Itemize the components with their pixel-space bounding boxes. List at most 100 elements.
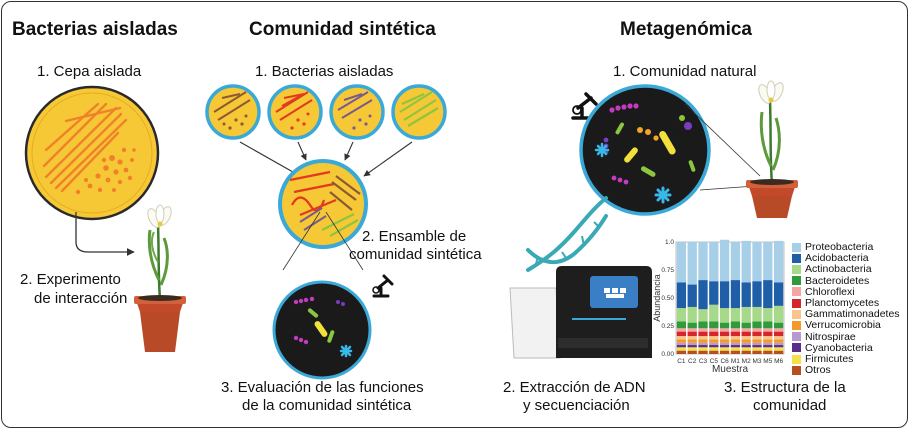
bar-segment-M3-acidobacteria [752,281,762,307]
petri-dish-small-2 [267,84,323,140]
bar-segment-M6-actinobacteria [773,305,784,323]
legend-item: Chloroflexi [792,286,855,298]
bar-segment-C5-otros [709,350,719,354]
bar-segment-M3-bacteroidetes [752,321,762,329]
bar-segment-M5-gammatimonadetes [763,336,773,340]
bar-segment-M2-cyanobacteria [741,345,751,348]
legend-swatch [792,276,801,286]
legend-label: Otros [805,364,831,377]
chart-y-ticks: 0.000.250.500.751.0 [661,239,674,358]
bar-segment-M6-firmicutes [773,347,784,351]
bar-segment-M1-firmicutes [730,347,741,351]
x-tick-label: M3 [752,358,761,365]
bar-segment-C2-bacteroidetes [687,322,697,329]
bar-segment-M1-chloroflexi [730,328,741,332]
bar-segment-M1-nitrospirae [730,342,741,346]
bar-segment-C1-gammatimonadetes [676,336,687,340]
bar-segment-M2-actinobacteria [741,306,751,323]
bar-segment-M6-planctomycetes [773,331,784,337]
legend-swatch [792,365,801,375]
label-extraccion-line2: y secuenciación [523,397,630,414]
bar-segment-M1-verrucomicrobia [730,339,741,343]
bar-segment-M6-bacteroidetes [773,322,784,329]
bar-segment-M5-firmicutes [763,347,773,351]
legend-item: Gammatimonadetes [792,308,900,320]
bar-segment-C6-firmicutes [719,347,730,351]
bar-segment-M1-acidobacteria [730,280,741,309]
microscope-icon-middle [372,274,394,298]
petri-dish-small-3 [329,84,385,140]
legend-swatch [792,320,801,330]
x-tick-label: C2 [688,358,697,365]
bar-segment-C3-verrucomicrobia [698,339,708,343]
bar-segment-M1-cyanobacteria [730,345,741,348]
legend-item: Proteobacteria [792,241,873,253]
bar-segment-M6-gammatimonadetes [773,336,784,340]
label-estructura-line2: comunidad [753,397,827,414]
legend-item: Verrucomicrobia [792,319,881,331]
legend-item: Firmicutes [792,353,853,365]
legend-label: Bacteroidetes [805,274,870,287]
bar-segment-M1-otros [730,350,741,354]
bar-segment-C1-planctomycetes [676,331,687,337]
x-tick-label: C1 [677,358,686,365]
bar-segment-M1-proteobacteria [730,242,741,281]
natural-community-circle [579,84,711,216]
bar-segment-C2-chloroflexi [687,328,697,332]
legend-swatch [792,264,801,274]
legend-swatch [792,343,801,353]
bar-segment-M6-otros [773,350,784,354]
legend-swatch [792,287,801,297]
bar-segment-M3-gammatimonadetes [752,336,762,340]
bar-segment-C5-verrucomicrobia [709,339,719,343]
bar-segment-C5-gammatimonadetes [709,336,719,340]
arrows-to-community [239,141,413,177]
arrow-to-plant [75,212,135,256]
legend-item: Cyanobacteria [792,342,873,354]
x-tick-label: M6 [774,358,783,365]
bar-segment-C6-chloroflexi [719,328,730,332]
y-tick-label: 0.25 [661,323,674,330]
bar-segment-C5-nitrospirae [709,342,719,346]
bar-segment-C1-nitrospirae [676,342,687,346]
title-bacterias-aisladas: Bacterias aisladas [12,19,178,40]
bar-segment-C6-otros [719,350,730,354]
bar-segment-M2-chloroflexi [741,328,751,332]
bar-segment-C2-gammatimonadetes [687,336,697,340]
label-ensamble-line1: 2. Ensamble de [362,228,467,245]
bar-segment-M3-planctomycetes [752,331,762,337]
bar-segment-M1-gammatimonadetes [730,336,741,340]
bar-segment-C6-bacteroidetes [719,322,730,329]
bar-segment-M1-planctomycetes [730,331,741,337]
bar-segment-C3-cyanobacteria [698,345,708,348]
legend-label: Nitrospirae [805,330,856,343]
legend-item: Nitrospirae [792,331,856,343]
bar-segment-C6-proteobacteria [719,239,730,282]
bar-segment-M5-nitrospirae [763,342,773,346]
bar-segment-C3-actinobacteria [698,309,708,322]
bar-segment-C3-nitrospirae [698,342,708,346]
bar-segment-M3-verrucomicrobia [752,339,762,343]
bar-segment-C6-planctomycetes [719,331,730,337]
label-evaluacion-line2: de la comunidad sintética [242,397,412,414]
bar-segment-M2-planctomycetes [741,331,751,337]
petri-dish-small-1 [205,84,261,140]
bar-segment-C2-firmicutes [687,347,697,351]
bar-segment-M3-proteobacteria [752,242,762,282]
bar-segment-M5-actinobacteria [763,308,773,322]
bar-segment-M2-proteobacteria [741,240,751,283]
x-tick-label: M2 [742,358,751,365]
bar-segment-M5-bacteroidetes [763,321,773,329]
bar-segment-M3-actinobacteria [752,306,762,322]
bar-segment-C5-actinobacteria [709,304,719,322]
bar-segment-M6-nitrospirae [773,342,784,346]
bar-segment-C2-acidobacteria [687,284,697,307]
legend-item: Otros [792,364,831,376]
bar-segment-C6-gammatimonadetes [719,336,730,340]
label-extraccion-line1: 2. Extracción de ADN [503,379,646,396]
bar-segment-C2-nitrospirae [687,342,697,346]
legend-swatch [792,332,801,342]
zoom-lines-middle [282,211,364,271]
